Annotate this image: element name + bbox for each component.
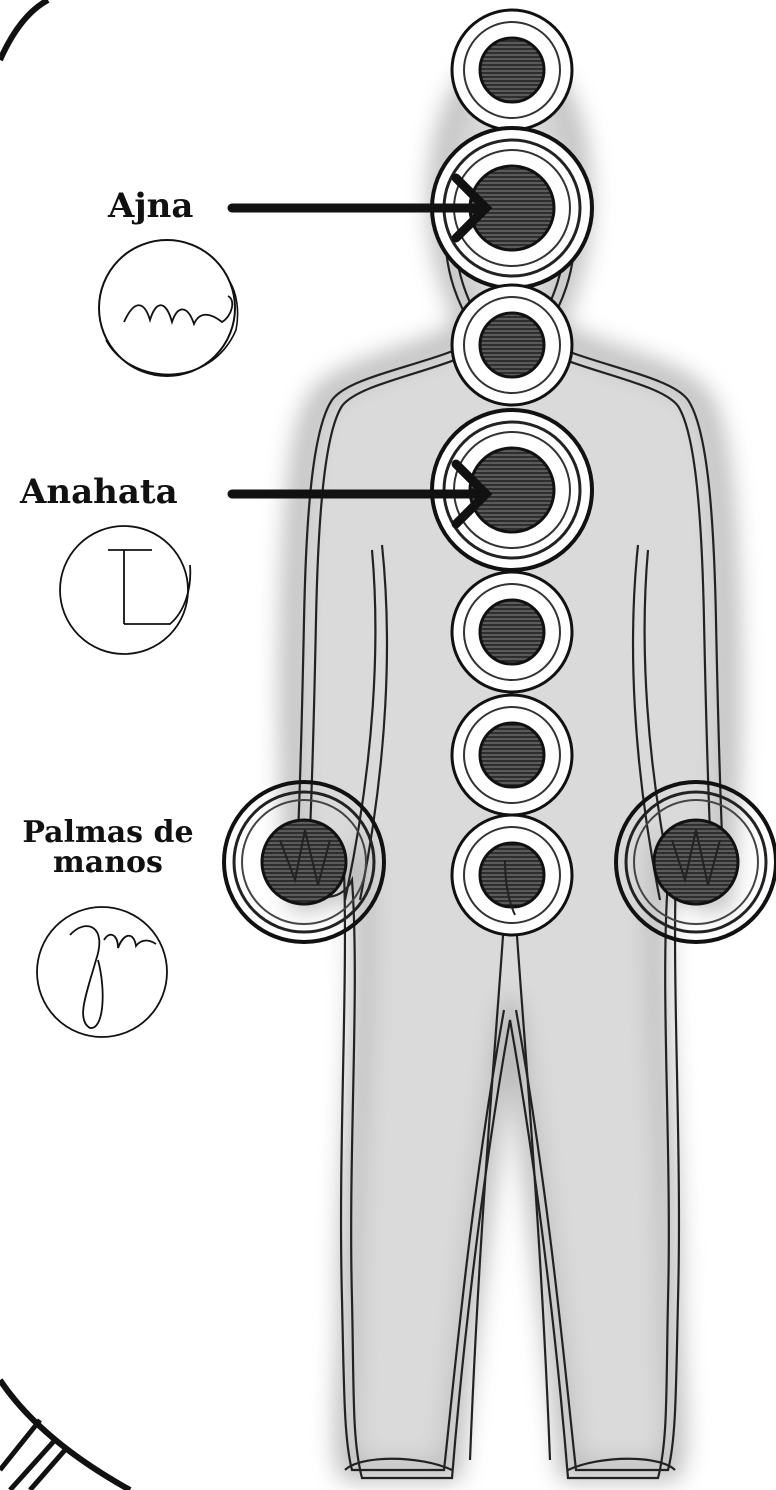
- chakra-crown: [452, 10, 572, 130]
- wave-sigil-icon: [99, 240, 238, 376]
- loop-sigil-icon: [37, 907, 167, 1037]
- d-sigil-icon: [60, 526, 190, 654]
- label-anahata: Anahata: [20, 472, 178, 512]
- corner-ornament-top: [0, 0, 48, 60]
- chakra-throat: [452, 285, 572, 405]
- label-palmas-de-manos: Palmas de manos: [8, 818, 208, 878]
- chakra-root: [452, 815, 572, 935]
- corner-ornament-bottom: [0, 1380, 130, 1490]
- chakra-solar: [452, 572, 572, 692]
- chakra-sacral: [452, 695, 572, 815]
- label-ajna: Ajna: [108, 186, 193, 226]
